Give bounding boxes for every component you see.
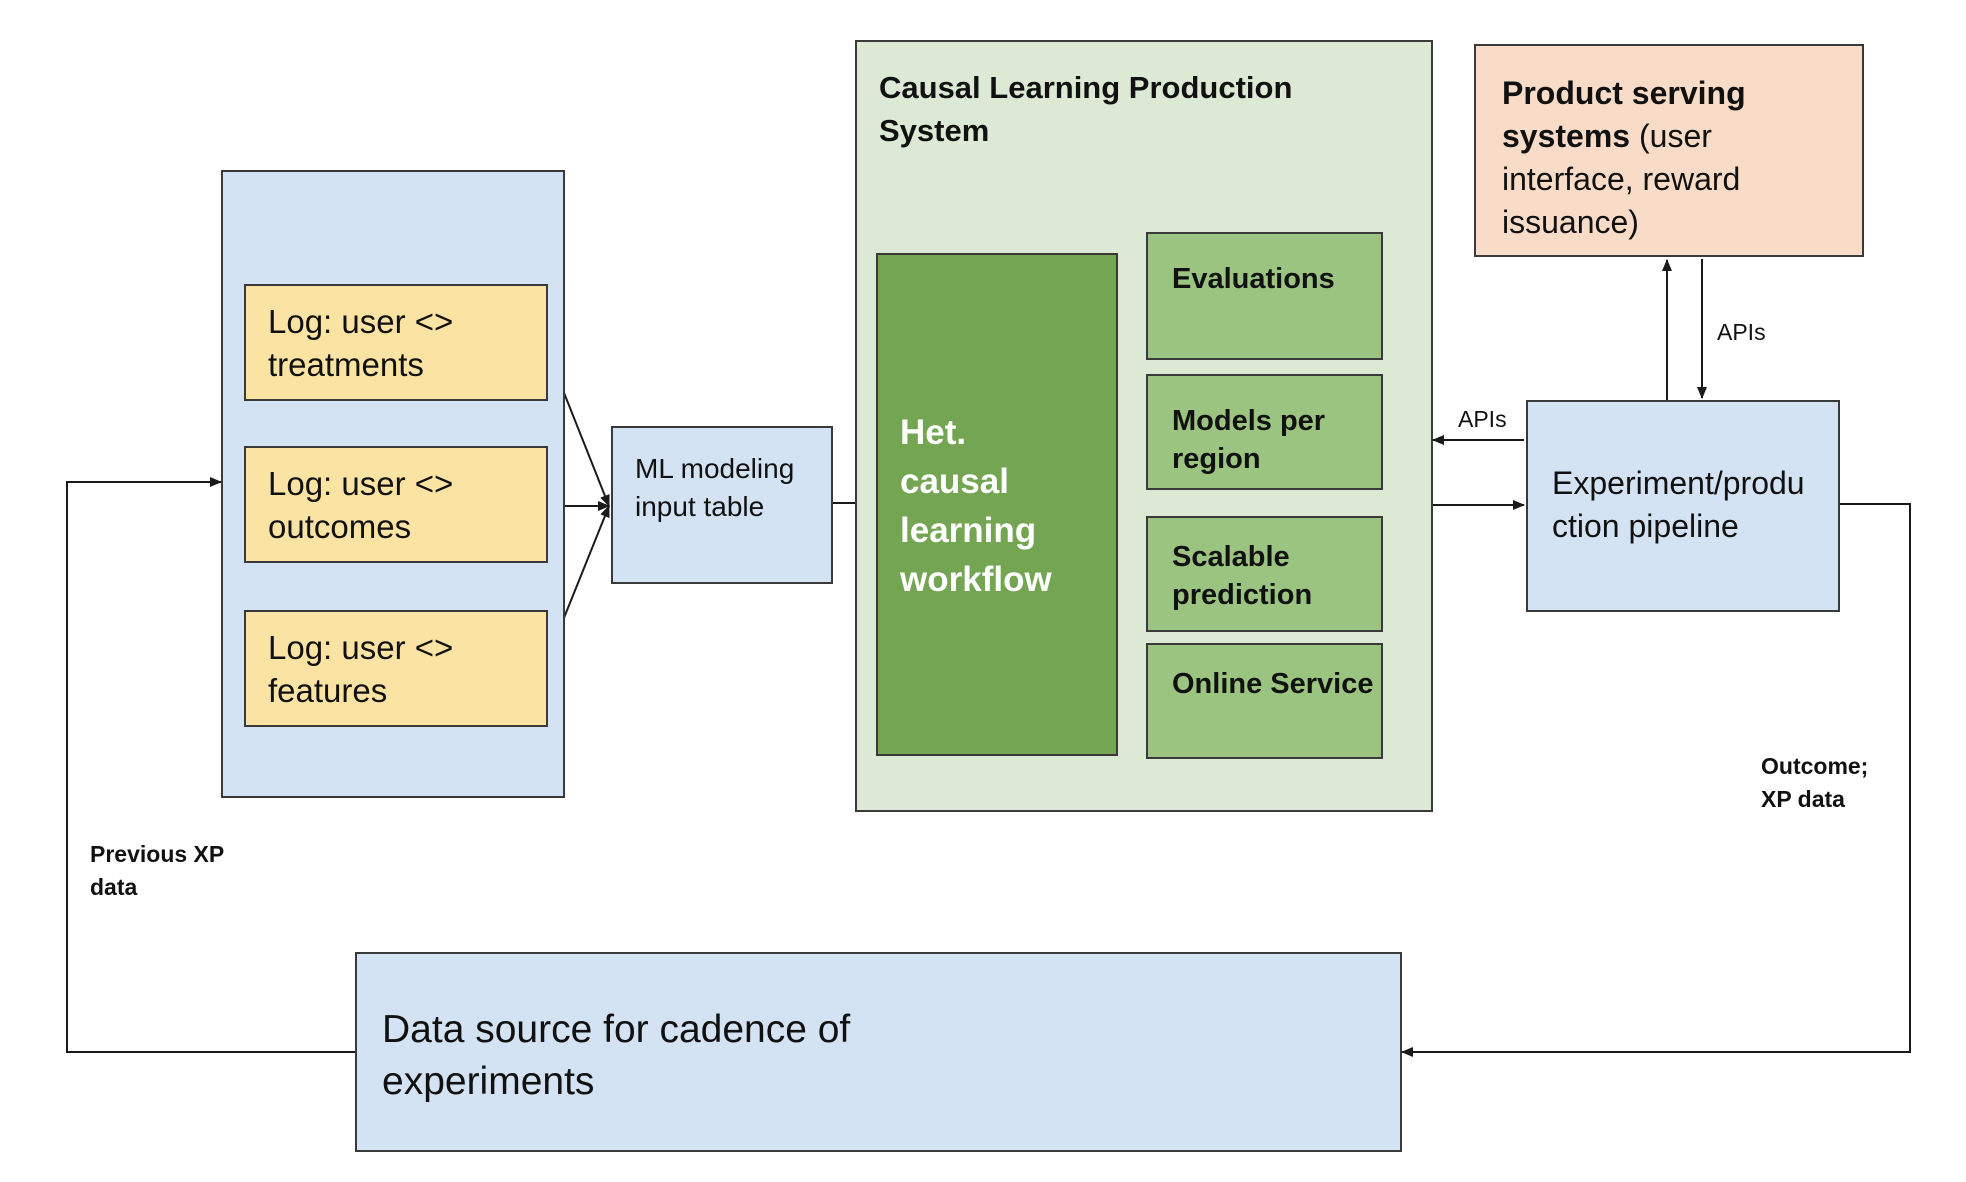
- online-service-box: Online Service: [1146, 643, 1383, 759]
- product-serving-detail: (user interface, reward issuance): [1502, 118, 1741, 240]
- pipeline-label: Experiment/production pipeline: [1552, 465, 1805, 544]
- scalable-prediction-label: Scalable prediction: [1172, 541, 1313, 611]
- ml-input-table-box: ML modeling input table: [611, 426, 833, 584]
- product-serving-box: Product serving systems (user interface,…: [1474, 44, 1864, 257]
- apis-left-label: APIs: [1458, 406, 1507, 432]
- ml-input-table-label: ML modeling input table: [635, 453, 795, 522]
- log-features-label: Log: user <> features: [268, 629, 454, 709]
- log-treatments-box: Log: user <> treatments: [244, 284, 548, 401]
- outcome-xp-label: Outcome; XP data: [1761, 753, 1869, 812]
- pipeline-box: Experiment/production pipeline: [1526, 400, 1840, 612]
- evaluations-label: Evaluations: [1172, 263, 1335, 295]
- log-outcomes-box: Log: user <> outcomes: [244, 446, 548, 563]
- evaluations-box: Evaluations: [1146, 232, 1383, 360]
- causal-workflow-label: Het. causal learning workflow: [900, 413, 1052, 599]
- scalable-prediction-box: Scalable prediction: [1146, 516, 1383, 632]
- models-per-region-box: Models per region: [1146, 374, 1383, 490]
- log-features-box: Log: user <> features: [244, 610, 548, 727]
- log-outcomes-label: Log: user <> outcomes: [268, 465, 454, 545]
- log-treatments-label: Log: user <> treatments: [268, 303, 454, 383]
- causal-workflow-box: Het. causal learning workflow: [876, 253, 1118, 756]
- edge-datasource-to-logs: [66, 477, 355, 1053]
- data-source-label: Data source for cadence of experiments: [382, 1008, 851, 1103]
- models-per-region-label: Models per region: [1172, 405, 1326, 475]
- product-serving-title: Product serving systems: [1502, 75, 1746, 154]
- apis-top-label: APIs: [1717, 319, 1766, 345]
- online-service-label: Online Service: [1172, 668, 1374, 700]
- data-source-box: Data source for cadence of experiments: [355, 952, 1402, 1152]
- previous-xp-label: Previous XP data: [90, 841, 224, 900]
- edge-pipeline-to-datasource: [1401, 503, 1911, 1057]
- system-title: Causal Learning Production System: [879, 70, 1293, 148]
